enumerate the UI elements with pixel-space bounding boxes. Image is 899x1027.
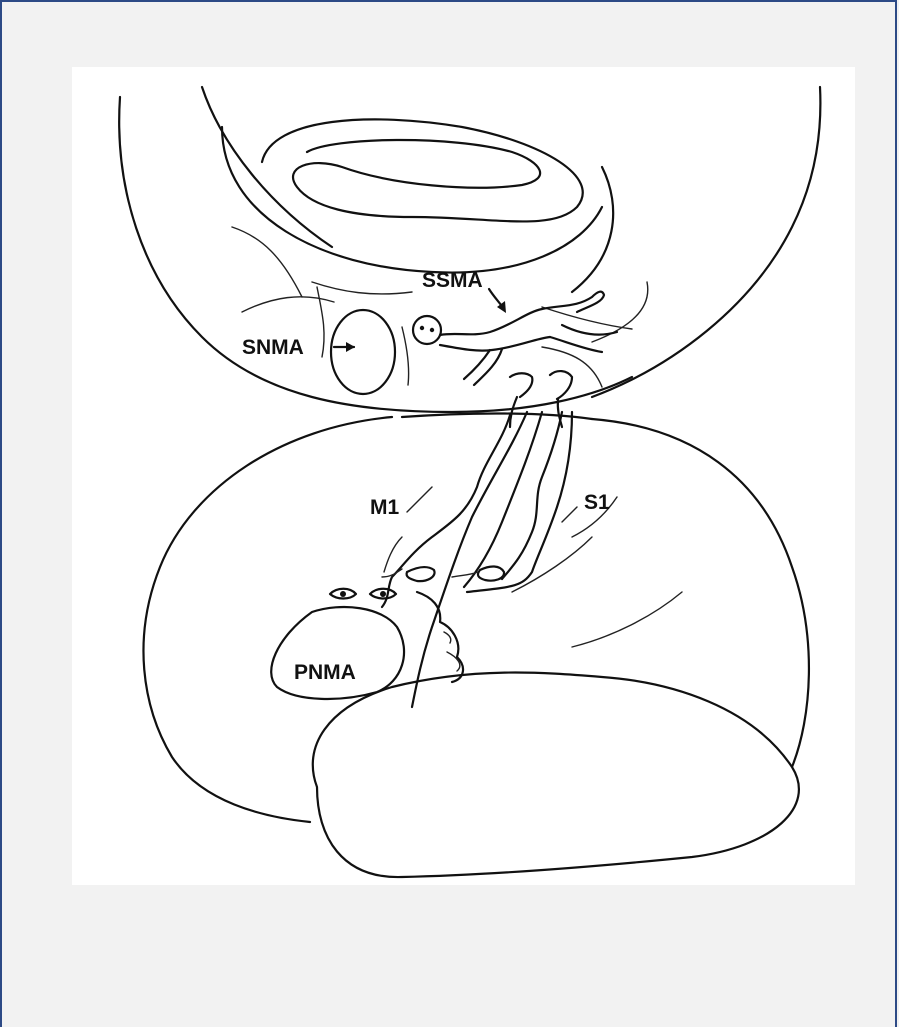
temporal-lobe: [313, 673, 799, 878]
lateral-hemisphere: [143, 371, 808, 877]
ssma-homunculus: [413, 292, 617, 385]
pnma-label: PNMA: [294, 661, 356, 684]
figure-panel: SSMA SNMA M1 S1 PNMA: [72, 67, 855, 885]
snma-label: SNMA: [242, 336, 304, 359]
pnma-region: [271, 607, 404, 699]
ssma-label: SSMA: [422, 269, 483, 292]
m1-hand: [407, 567, 435, 581]
medial-hemisphere: [119, 87, 820, 412]
m1-strip: [382, 415, 510, 607]
s1-hand: [478, 566, 504, 580]
ssma-arrow: [489, 289, 506, 313]
m1-label: M1: [370, 496, 399, 519]
s1-strip: [502, 412, 562, 579]
s1-label: S1: [584, 491, 610, 514]
snma-region: [331, 310, 395, 394]
corpus-callosum: [262, 119, 583, 221]
brain-diagram: SSMA SNMA M1 S1 PNMA: [72, 67, 855, 885]
snma-arrow: [334, 342, 355, 352]
